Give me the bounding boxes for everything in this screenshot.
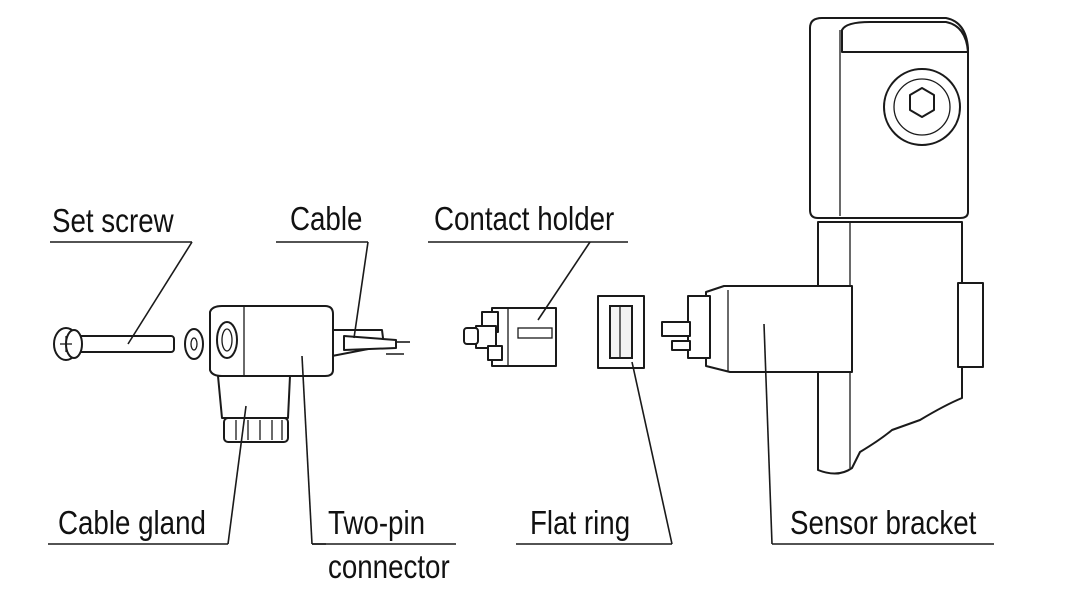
two-pin-connector bbox=[209, 305, 410, 443]
label-cable-gland: Cable gland bbox=[58, 505, 206, 542]
contact-holder bbox=[463, 307, 557, 367]
label-two-pin-line1: Two-pin bbox=[328, 505, 425, 542]
washer bbox=[184, 328, 204, 360]
sensor-bracket bbox=[661, 17, 984, 475]
leader-lines bbox=[48, 241, 994, 545]
label-contact-holder: Contact holder bbox=[434, 201, 614, 238]
set-screw bbox=[53, 327, 175, 361]
label-sensor-bracket: Sensor bracket bbox=[790, 505, 977, 542]
label-flat-ring: Flat ring bbox=[530, 505, 630, 542]
label-two-pin-line2: connector bbox=[328, 549, 450, 586]
label-cable: Cable bbox=[290, 201, 362, 238]
label-set-screw: Set screw bbox=[52, 203, 175, 240]
flat-ring bbox=[597, 295, 645, 369]
